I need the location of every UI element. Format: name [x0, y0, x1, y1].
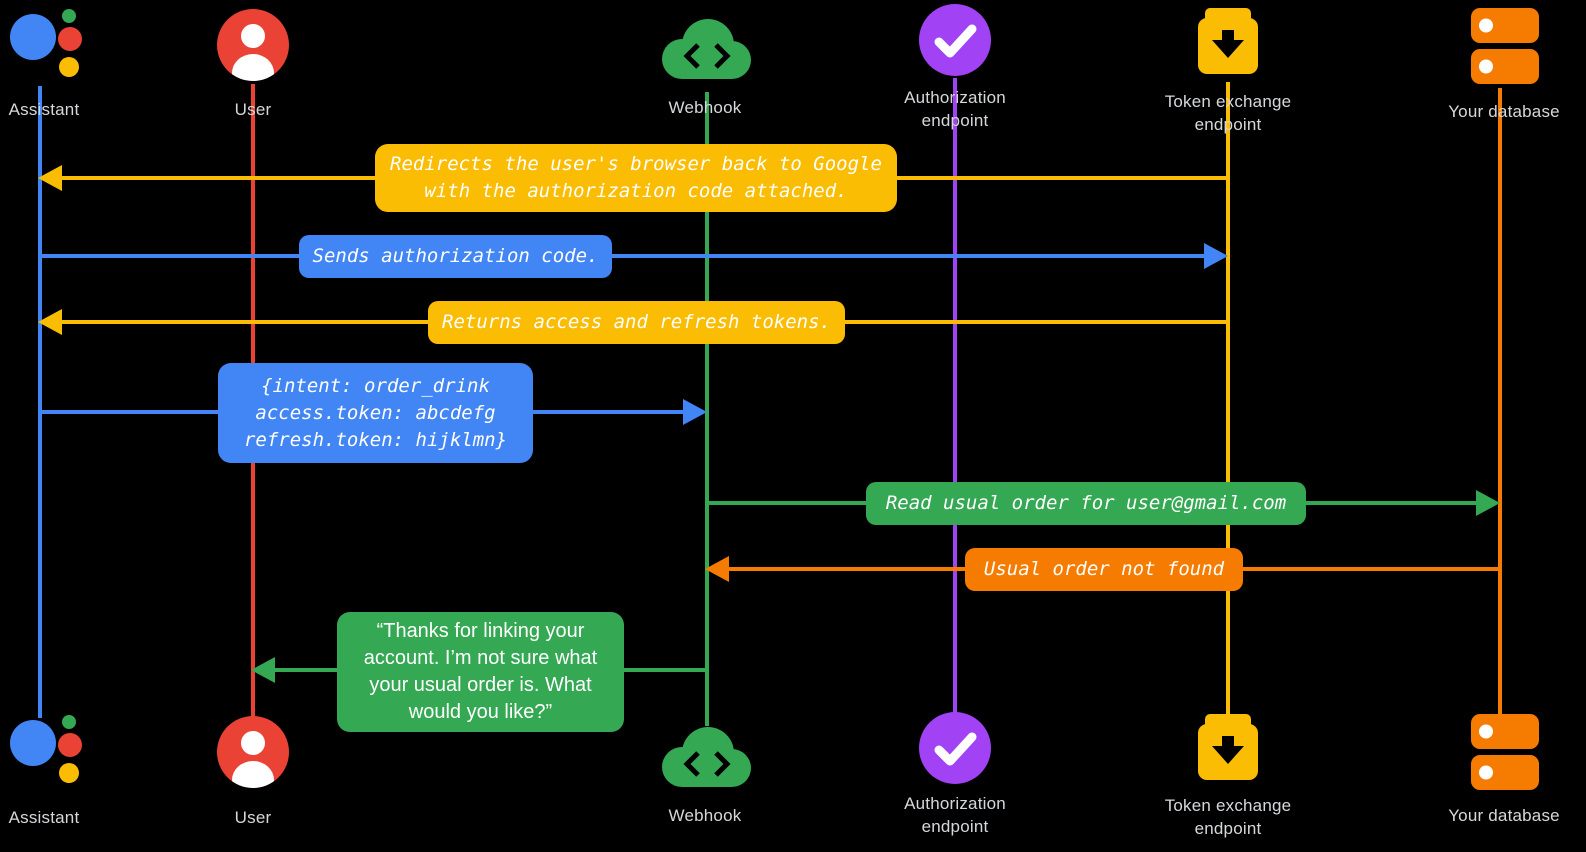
message-intent-box: {intent: order_drink access.token: abcde…	[218, 363, 533, 463]
authorization-label-bottom: Authorization endpoint	[875, 792, 1035, 838]
lifeline-assistant	[38, 86, 42, 718]
user-icon-bottom	[217, 716, 289, 793]
lifeline-authorization	[953, 78, 957, 714]
message-intent-line3: refresh.token: hijklmn}	[243, 428, 508, 451]
message-intent-line2: access.token: abcdefg	[255, 401, 496, 424]
assistant-icon-bottom	[6, 712, 86, 797]
token-exchange-icon-bottom	[1192, 712, 1264, 789]
message-read-order-text: Read usual order for user@gmail.com	[885, 492, 1287, 514]
assistant-label-top: Assistant	[8, 100, 80, 119]
authorization-icon-bottom	[919, 712, 991, 789]
message-redirect-box: Redirects the user's browser back to Goo…	[375, 144, 897, 212]
authorization-label-line2: endpoint	[921, 817, 989, 836]
authorization-label-line2: endpoint	[921, 111, 989, 130]
arrow-intent-head	[683, 399, 707, 425]
google-assistant-logo	[10, 715, 82, 783]
checkmark-circle-icon	[919, 712, 991, 784]
message-thanks-line2: account. I’m not sure what	[363, 647, 598, 669]
arrow-send-code-line	[40, 254, 1204, 258]
arrow-thanks-head	[251, 657, 275, 683]
token-exchange-icon-top	[1192, 6, 1264, 83]
message-thanks-line1: “Thanks for linking your	[376, 620, 585, 642]
database-icon	[1471, 8, 1539, 84]
arrow-send-code-head	[1204, 243, 1228, 269]
assistant-icon-top	[6, 6, 86, 91]
arrow-redirect-head	[38, 165, 62, 191]
message-thanks-line3: your usual order is. What	[369, 674, 592, 696]
webhook-icon-bottom	[653, 722, 757, 799]
token-exchange-label-top: Token exchange endpoint	[1148, 90, 1308, 136]
arrow-not-found-head	[705, 556, 729, 582]
token-exchange-label-line1: Token exchange	[1164, 796, 1292, 815]
arrow-read-order-head	[1476, 490, 1500, 516]
google-assistant-logo	[10, 9, 82, 77]
message-thanks-line4: would you like?”	[408, 701, 553, 723]
lifeline-database	[1498, 88, 1502, 714]
lifeline-webhook	[705, 92, 709, 726]
token-exchange-label-line1: Token exchange	[1164, 92, 1292, 111]
authorization-icon-top	[919, 4, 991, 81]
assistant-label-bottom: Assistant	[8, 808, 80, 827]
authorization-label-line1: Authorization	[904, 794, 1006, 813]
token-box-download-icon	[1198, 8, 1258, 74]
message-read-order-box: Read usual order for user@gmail.com	[866, 482, 1306, 525]
authorization-label-top: Authorization endpoint	[875, 86, 1035, 132]
message-redirect-line2: with the authorization code attached.	[424, 180, 848, 202]
token-exchange-label-bottom: Token exchange endpoint	[1148, 794, 1308, 840]
checkmark-circle-icon	[919, 4, 991, 76]
cloud-code-icon	[662, 727, 751, 787]
person-icon	[217, 9, 289, 81]
token-exchange-label-line2: endpoint	[1194, 819, 1262, 838]
database-icon	[1471, 714, 1539, 790]
database-icon-top	[1469, 6, 1541, 91]
webhook-label-bottom: Webhook	[668, 806, 742, 825]
message-not-found-text: Usual order not found	[983, 558, 1225, 580]
webhook-label-top: Webhook	[668, 98, 742, 117]
message-redirect-line1: Redirects the user's browser back to Goo…	[390, 153, 882, 175]
database-label-top: Your database	[1448, 102, 1560, 121]
message-thanks-box: “Thanks for linking your account. I’m no…	[337, 612, 624, 732]
user-icon-top	[217, 9, 289, 86]
user-label-bottom: User	[234, 808, 272, 827]
webhook-icon-top	[653, 14, 757, 91]
message-return-tokens-text: Returns access and refresh tokens.	[442, 311, 831, 333]
message-send-code-box: Sends authorization code.	[299, 235, 612, 278]
database-label-bottom: Your database	[1448, 806, 1560, 825]
token-exchange-label-line2: endpoint	[1194, 115, 1262, 134]
arrow-return-tokens-head	[38, 309, 62, 335]
cloud-code-icon	[662, 19, 751, 79]
database-icon-bottom	[1469, 712, 1541, 797]
person-icon	[217, 716, 289, 788]
token-box-download-icon	[1198, 714, 1258, 780]
authorization-label-line1: Authorization	[904, 88, 1006, 107]
message-not-found-box: Usual order not found	[965, 548, 1243, 591]
user-label-top: User	[234, 100, 272, 119]
lifeline-token-exchange	[1226, 82, 1230, 716]
message-send-code-text: Sends authorization code.	[312, 245, 599, 267]
message-intent-line1: {intent: order_drink	[261, 374, 490, 397]
message-return-tokens-box: Returns access and refresh tokens.	[428, 301, 845, 344]
